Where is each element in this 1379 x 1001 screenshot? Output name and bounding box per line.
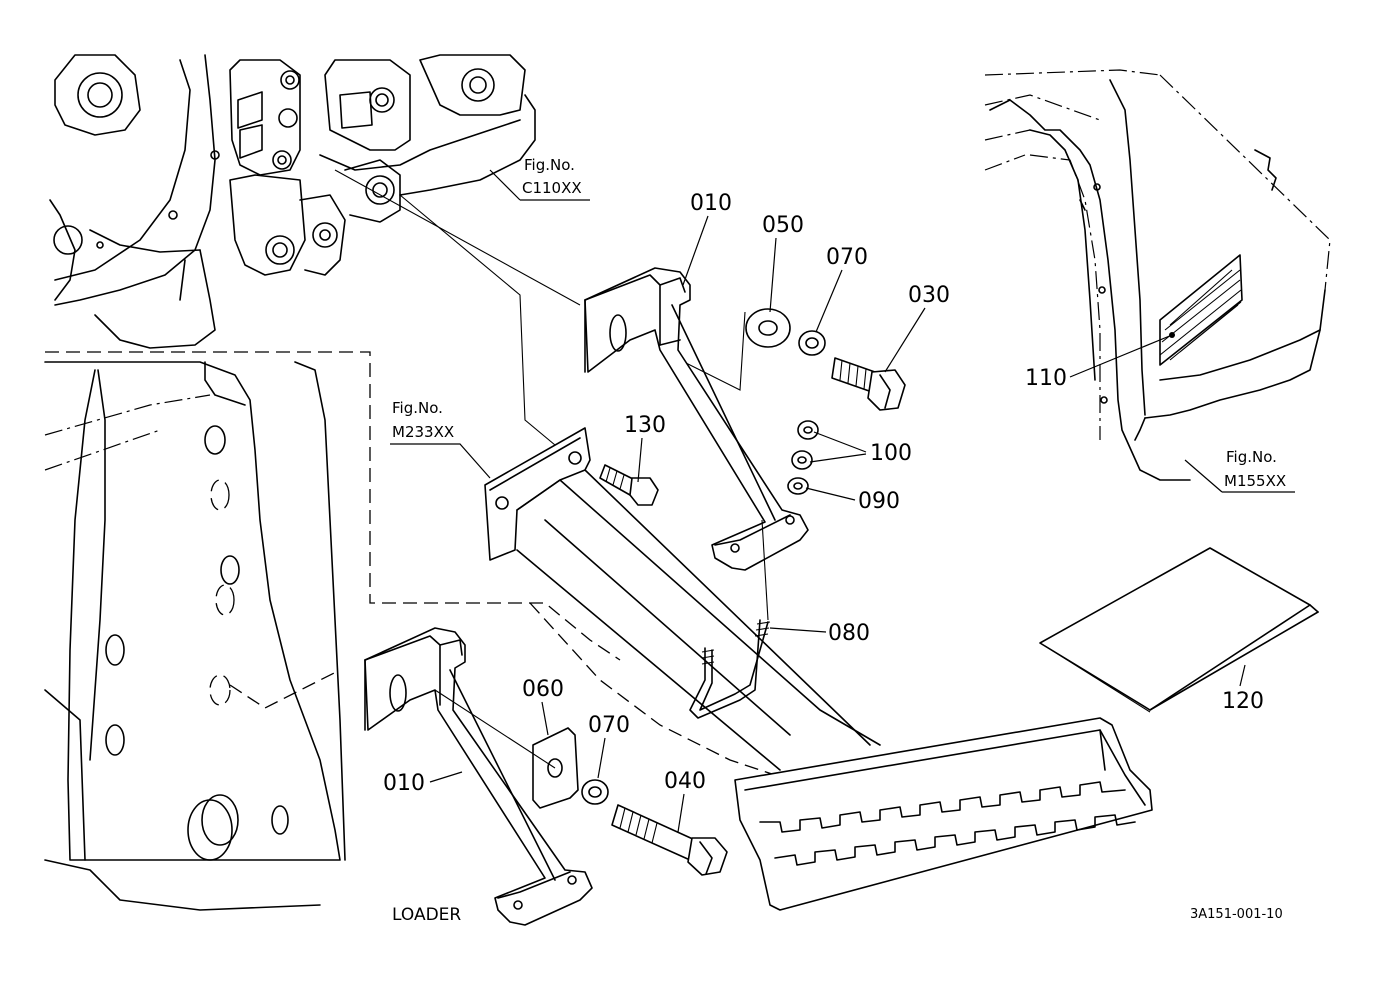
step-tube — [484, 427, 881, 771]
part-labels: 010 050 070 030 130 100 090 080 110 120 … — [383, 191, 1264, 833]
washer-050 — [745, 308, 791, 348]
label-060: 060 — [522, 677, 564, 702]
label-070-upper: 070 — [826, 245, 868, 270]
bolt-040 — [611, 804, 728, 876]
u-bolt-080 — [689, 519, 771, 719]
label-050: 050 — [762, 213, 804, 238]
label-110: 110 — [1025, 366, 1067, 391]
spring-washer-070-lower — [581, 779, 609, 805]
fig-ref-c110xx: Fig.No. C110XX — [489, 156, 590, 201]
label-070-lower: 070 — [588, 713, 630, 738]
bracket-upper — [584, 267, 809, 571]
label-090: 090 — [858, 489, 900, 514]
svg-text:M233XX: M233XX — [392, 423, 454, 441]
drawing-code: 3A151-001-10 — [1190, 907, 1283, 922]
svg-text:Fig.No.: Fig.No. — [392, 399, 443, 417]
guide-line — [334, 169, 581, 306]
label-120: 120 — [1222, 689, 1264, 714]
bolt-030 — [831, 357, 906, 411]
label-080: 080 — [828, 621, 870, 646]
bolt-130 — [599, 464, 659, 506]
fender-drawing — [984, 69, 1331, 481]
plate-060 — [532, 727, 579, 809]
frame-drawing — [44, 351, 776, 911]
fig-ref-m155xx: Fig.No. M155XX — [1184, 448, 1295, 493]
variant-label-loader: LOADER — [392, 905, 461, 925]
label-100: 100 — [870, 441, 912, 466]
label-010-upper: 010 — [690, 191, 732, 216]
svg-text:M155XX: M155XX — [1224, 472, 1286, 490]
decal-110 — [1159, 254, 1243, 366]
label-130: 130 — [624, 413, 666, 438]
svg-text:Fig.No.: Fig.No. — [1226, 448, 1277, 466]
nut-100 — [791, 420, 819, 470]
foot-step — [734, 717, 1153, 911]
bracket-lower — [364, 627, 593, 926]
svg-text:C110XX: C110XX — [522, 179, 582, 197]
fig-ref-m233xx: Fig.No. M233XX — [390, 399, 491, 479]
guide-line — [434, 689, 556, 769]
washer-090 — [787, 477, 809, 495]
guide-line — [399, 194, 556, 446]
svg-text:Fig.No.: Fig.No. — [524, 156, 575, 174]
engine-block-drawing — [49, 54, 536, 349]
label-030: 030 — [908, 283, 950, 308]
manual-120 — [1039, 547, 1319, 713]
label-040: 040 — [664, 769, 706, 794]
spring-washer-070-upper — [798, 330, 826, 356]
label-010-lower: 010 — [383, 771, 425, 796]
